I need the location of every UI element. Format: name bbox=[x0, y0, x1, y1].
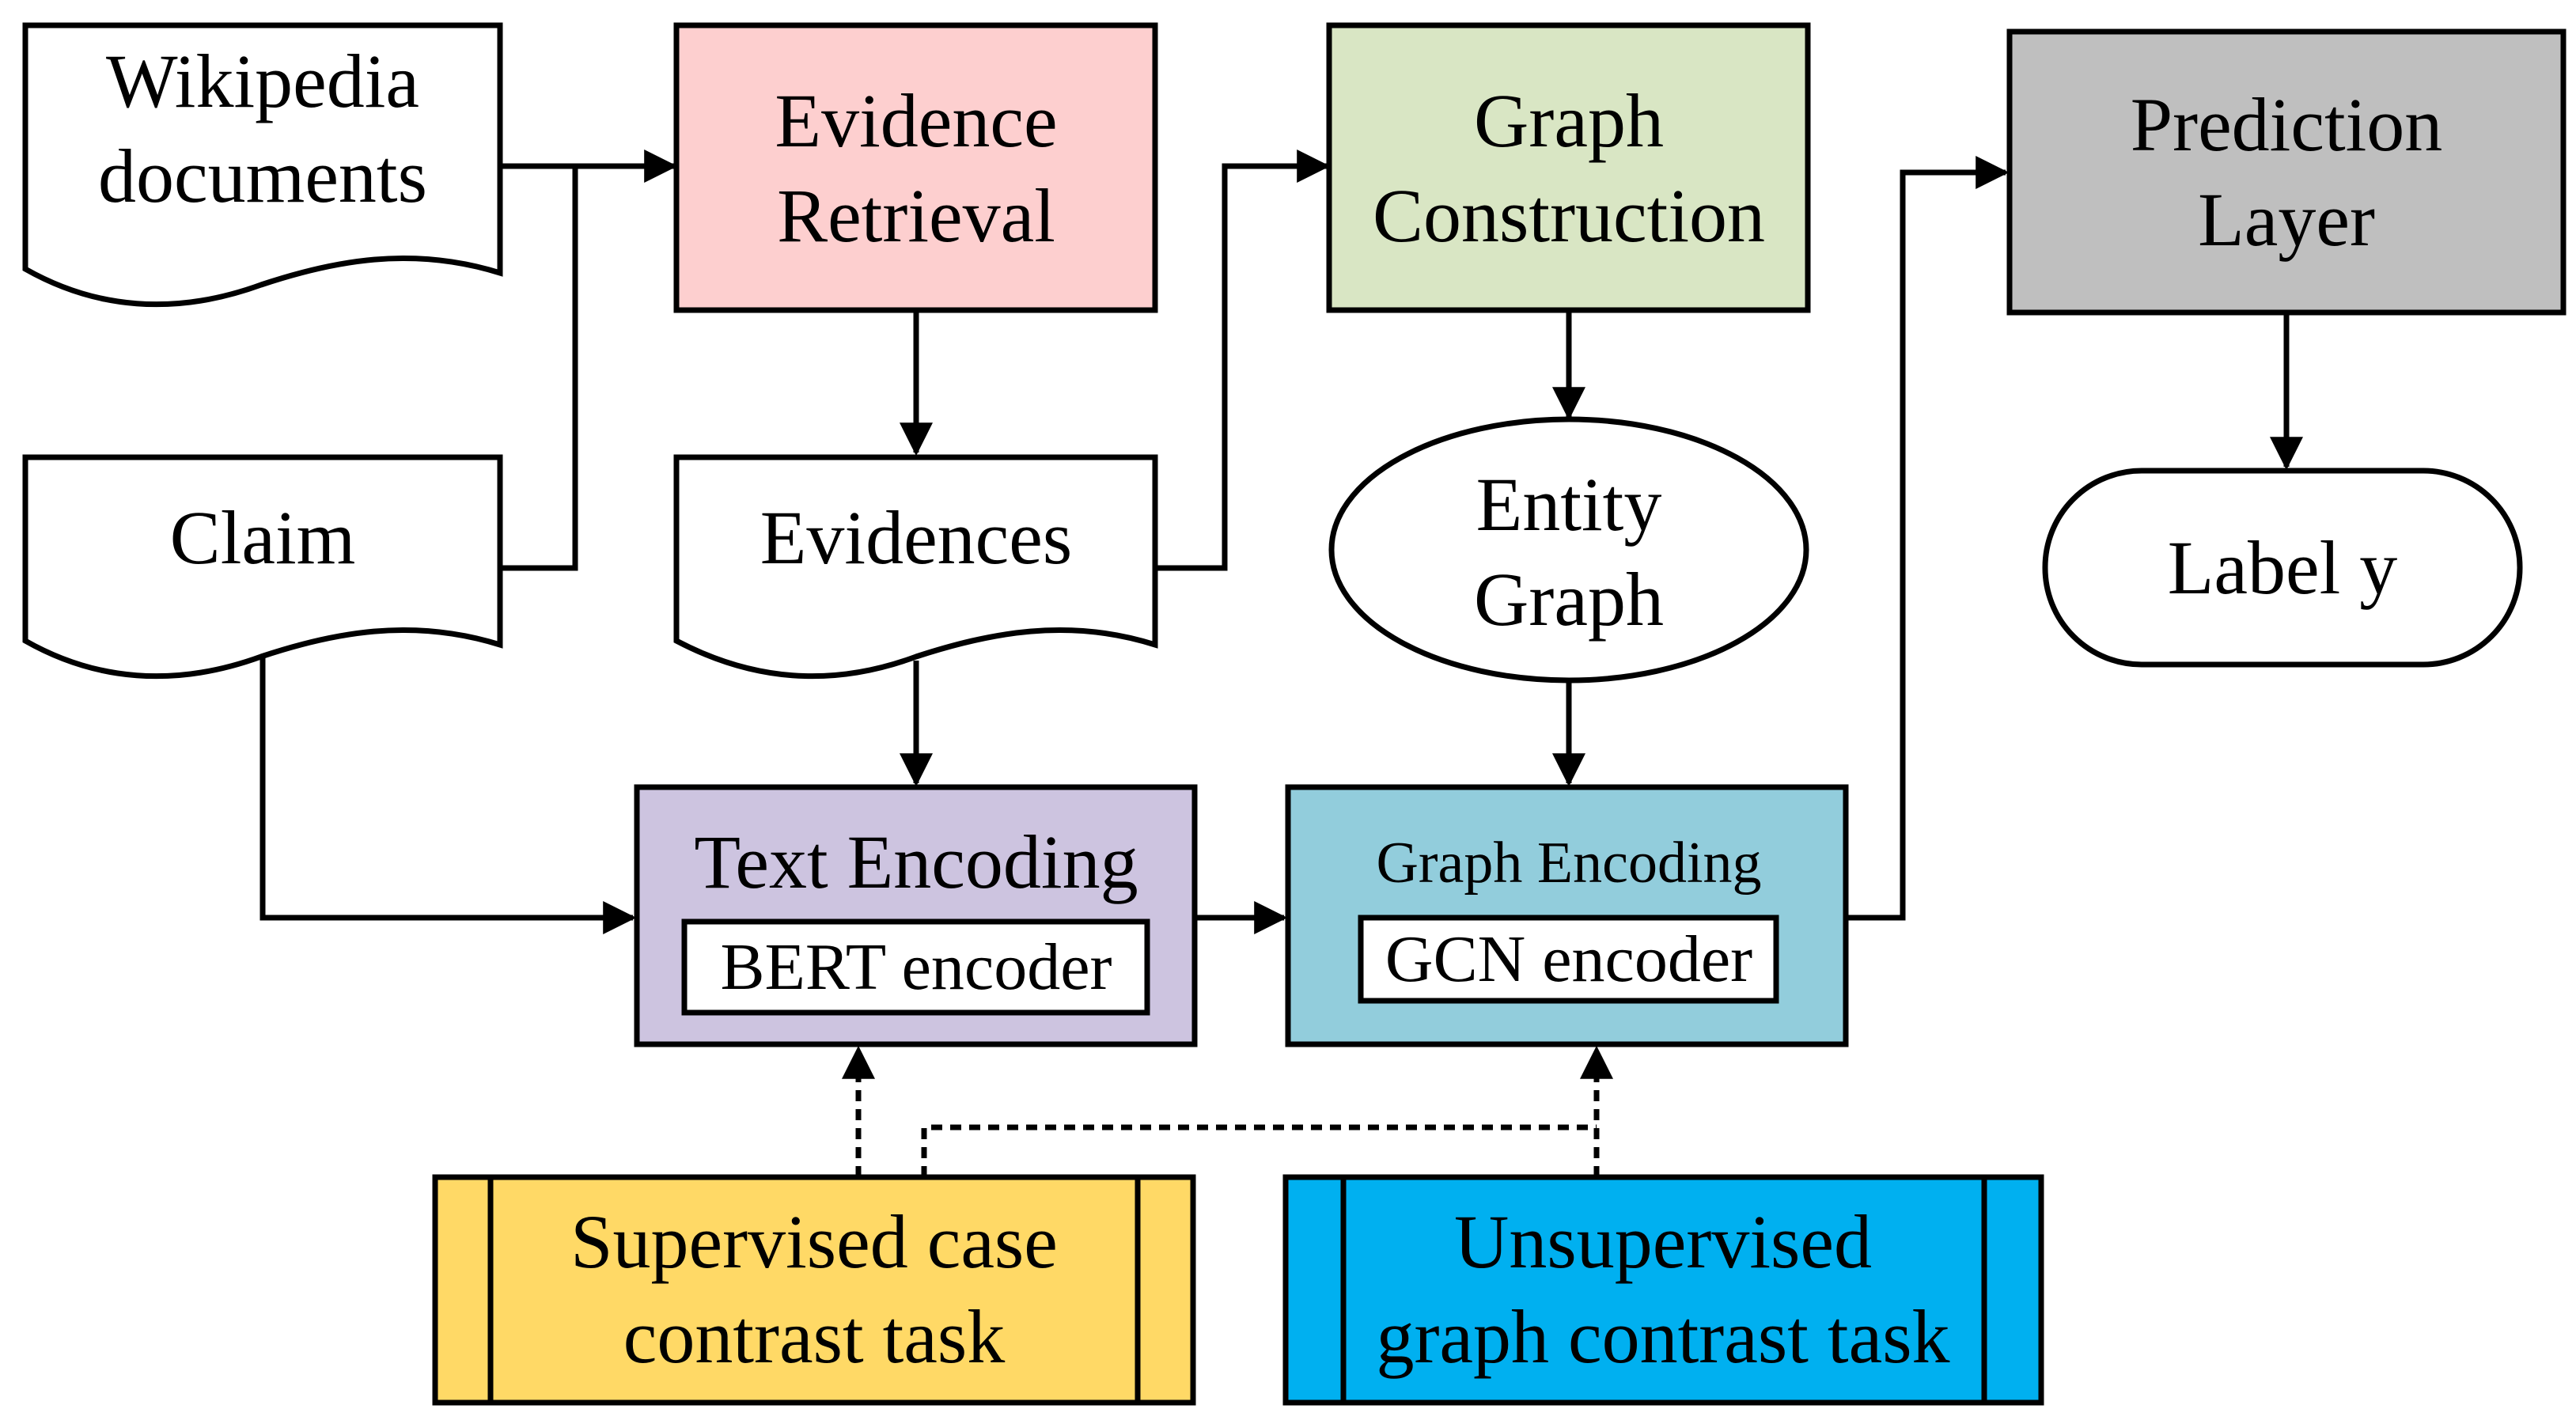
evidence-retrieval-node: Evidence Retrieval bbox=[673, 22, 1158, 313]
arrow-graph-encoding-to-prediction bbox=[1846, 156, 2010, 921]
evidence-retrieval-line1: Evidence bbox=[775, 78, 1057, 163]
evidence-retrieval-line2: Retrieval bbox=[777, 173, 1055, 258]
wikipedia-documents-node: Wikipedia documents bbox=[22, 22, 503, 308]
text-encoding-node: Text Encoding BERT encoder bbox=[634, 784, 1198, 1047]
prediction-layer-node: Prediction Layer bbox=[2006, 28, 2567, 316]
entity-graph-node: Entity Graph bbox=[1328, 416, 1809, 684]
evidences-node: Evidences bbox=[673, 454, 1158, 680]
connector-claim-to-retrieval bbox=[500, 166, 578, 571]
unsupervised-task-line1: Unsupervised bbox=[1454, 1199, 1872, 1284]
claim-node: Claim bbox=[22, 454, 503, 680]
evidences-label: Evidences bbox=[760, 495, 1073, 580]
graph-construction-line1: Graph bbox=[1474, 78, 1664, 163]
label-y-label: Label y bbox=[2168, 525, 2398, 610]
supervised-task-node: Supervised case contrast task bbox=[432, 1174, 1196, 1406]
bert-encoder-label: BERT encoder bbox=[721, 930, 1112, 1004]
claim-label: Claim bbox=[170, 495, 356, 580]
supervised-task-line1: Supervised case bbox=[570, 1199, 1058, 1284]
wikipedia-line1: Wikipedia bbox=[106, 39, 419, 123]
arrow-claim-to-text-encoding bbox=[259, 655, 637, 934]
dashed-connector-supervised-to-graph-encoding bbox=[921, 1124, 1597, 1177]
unsupervised-task-node: Unsupervised graph contrast task bbox=[1282, 1174, 2044, 1406]
graph-construction-line2: Construction bbox=[1373, 173, 1765, 258]
entity-graph-line1: Entity bbox=[1476, 462, 1662, 547]
unsupervised-task-line2: graph contrast task bbox=[1376, 1294, 1949, 1379]
text-encoding-title: Text Encoding bbox=[694, 820, 1138, 904]
arrow-evidences-to-graph-construction bbox=[1155, 150, 1331, 571]
wikipedia-line2: documents bbox=[98, 134, 427, 218]
entity-graph-line2: Graph bbox=[1474, 557, 1664, 642]
prediction-layer-line1: Prediction bbox=[2131, 82, 2443, 167]
graph-encoding-title: Graph Encoding bbox=[1376, 831, 1761, 896]
label-y-node: Label y bbox=[2042, 468, 2523, 668]
prediction-layer-line2: Layer bbox=[2198, 177, 2375, 262]
supervised-task-line2: contrast task bbox=[623, 1294, 1006, 1379]
graph-encoding-node: Graph Encoding GCN encoder bbox=[1285, 784, 1849, 1047]
gcn-encoder-label: GCN encoder bbox=[1385, 922, 1752, 996]
graph-construction-node: Graph Construction bbox=[1326, 22, 1811, 313]
